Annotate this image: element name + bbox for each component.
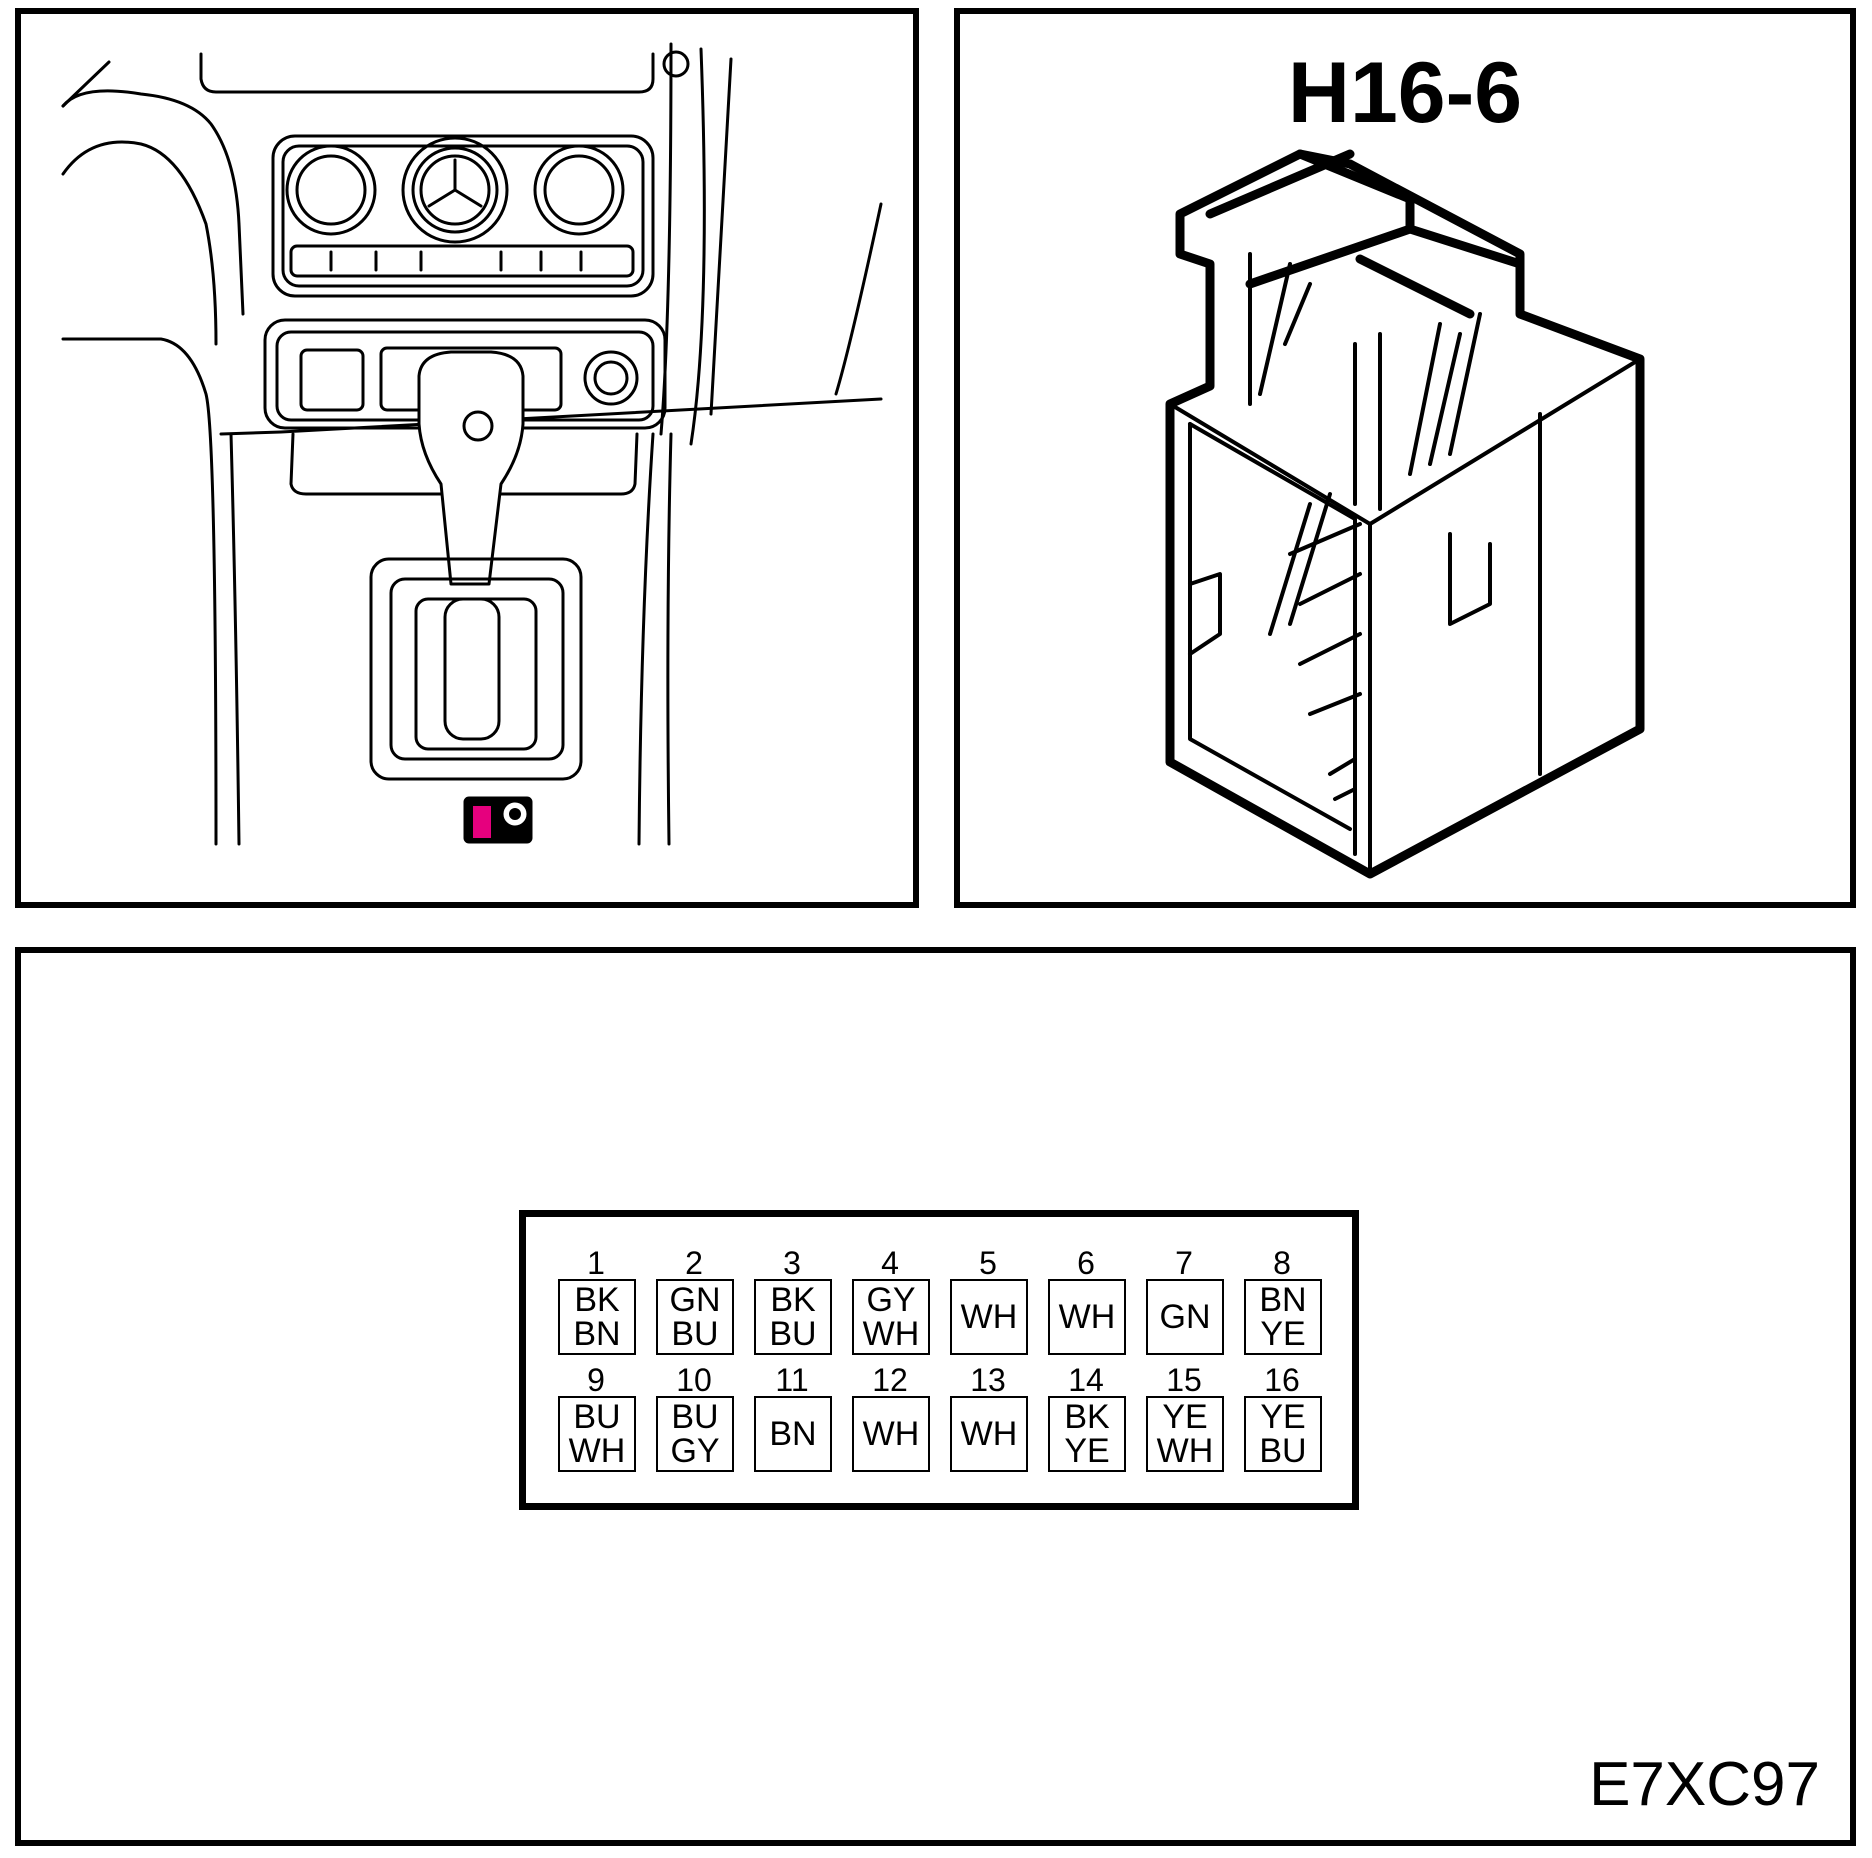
pin-cavity: WH bbox=[852, 1396, 930, 1472]
wire-color: GN bbox=[1159, 1298, 1211, 1336]
pin-number: 11 bbox=[775, 1362, 809, 1398]
pin-10: 10 BU GY bbox=[655, 1362, 734, 1472]
pin-6: 6 WH bbox=[1047, 1245, 1126, 1355]
pin-number: 6 bbox=[1077, 1245, 1095, 1281]
wire-color: YE bbox=[1064, 1432, 1110, 1470]
pin-number: 7 bbox=[1175, 1245, 1193, 1281]
wire-color: WH bbox=[862, 1415, 920, 1453]
pin-number: 13 bbox=[970, 1362, 1006, 1398]
pin-3: 3 BK BU bbox=[753, 1245, 832, 1355]
wire-color: BK bbox=[1064, 1398, 1110, 1436]
wire-color: BN bbox=[573, 1315, 621, 1353]
wire-color: GY bbox=[866, 1281, 916, 1319]
wire-color: YE bbox=[1162, 1398, 1208, 1436]
pin-12: 12 WH bbox=[851, 1362, 930, 1472]
pin-11: 11 BN bbox=[753, 1362, 832, 1472]
pin-2: 2 GN BU bbox=[655, 1245, 734, 1355]
pin-number: 2 bbox=[685, 1245, 703, 1281]
pin-cavity: GN BU bbox=[656, 1279, 734, 1355]
wire-color: YE bbox=[1260, 1315, 1306, 1353]
pin-9: 9 BU WH bbox=[557, 1362, 636, 1472]
pin-cavity: BK BU bbox=[754, 1279, 832, 1355]
pin-cavity: WH bbox=[950, 1279, 1028, 1355]
pin-4: 4 GY WH bbox=[851, 1245, 930, 1355]
wire-color: GY bbox=[670, 1432, 720, 1470]
pin-5: 5 WH bbox=[949, 1245, 1028, 1355]
pin-number: 4 bbox=[881, 1245, 899, 1281]
pin-number: 8 bbox=[1273, 1245, 1291, 1281]
pin-cavity: GY WH bbox=[852, 1279, 930, 1355]
pin-1: 1 BK BN bbox=[557, 1245, 636, 1355]
pin-cavity: GN bbox=[1146, 1279, 1224, 1355]
pin-number: 9 bbox=[587, 1362, 605, 1398]
wire-color: WH bbox=[1156, 1432, 1214, 1470]
pin-cavity: BK BN bbox=[558, 1279, 636, 1355]
pin-number: 3 bbox=[783, 1245, 801, 1281]
connector-panel: H16-6 bbox=[954, 8, 1856, 908]
pin-cavity: YE BU bbox=[1244, 1396, 1322, 1472]
wire-color: BK bbox=[770, 1281, 816, 1319]
center-console-illustration bbox=[61, 42, 883, 846]
figure-id: E7XC97 bbox=[1589, 1750, 1820, 1819]
wire-color: BN bbox=[1259, 1281, 1307, 1319]
wire-color: BU bbox=[769, 1315, 817, 1353]
pin-number: 14 bbox=[1068, 1362, 1104, 1398]
connector-face: 1 BK BN 2 GN BU 3 BK BU 4 GY WH bbox=[519, 1210, 1359, 1510]
pinout-panel: 1 BK BN 2 GN BU 3 BK BU 4 GY WH bbox=[15, 947, 1856, 1846]
wire-color: WH bbox=[960, 1415, 1018, 1453]
pin-number: 5 bbox=[979, 1245, 997, 1281]
wire-color: WH bbox=[1058, 1298, 1116, 1336]
pin-cavity: BN YE bbox=[1244, 1279, 1322, 1355]
wire-color: WH bbox=[862, 1315, 920, 1353]
location-marker bbox=[473, 806, 491, 838]
wire-color: BU bbox=[1259, 1432, 1307, 1470]
wire-color: WH bbox=[568, 1432, 626, 1470]
location-panel bbox=[15, 8, 919, 908]
wire-color: BU bbox=[671, 1315, 719, 1353]
pin-number: 10 bbox=[676, 1362, 712, 1398]
wire-color: BN bbox=[769, 1415, 817, 1453]
pin-cavity: BU WH bbox=[558, 1396, 636, 1472]
wire-color: WH bbox=[960, 1298, 1018, 1336]
pin-number: 12 bbox=[872, 1362, 908, 1398]
pin-8: 8 BN YE bbox=[1243, 1245, 1322, 1355]
pin-cavity: BU GY bbox=[656, 1396, 734, 1472]
wire-color: BK bbox=[574, 1281, 620, 1319]
wire-color: BU bbox=[671, 1398, 719, 1436]
pin-cavity: BK YE bbox=[1048, 1396, 1126, 1472]
pin-number: 15 bbox=[1166, 1362, 1202, 1398]
pin-13: 13 WH bbox=[949, 1362, 1028, 1472]
pin-cavity: WH bbox=[950, 1396, 1028, 1472]
pin-number: 1 bbox=[587, 1245, 605, 1281]
connector-title: H16-6 bbox=[1287, 45, 1523, 141]
pin-cavity: BN bbox=[754, 1396, 832, 1472]
pin-14: 14 BK YE bbox=[1047, 1362, 1126, 1472]
pin-7: 7 GN bbox=[1145, 1245, 1224, 1355]
wire-color: BU bbox=[573, 1398, 621, 1436]
pin-number: 16 bbox=[1264, 1362, 1300, 1398]
connector-illustration bbox=[1165, 149, 1645, 879]
pin-15: 15 YE WH bbox=[1145, 1362, 1224, 1472]
pin-cavity: YE WH bbox=[1146, 1396, 1224, 1472]
wire-color: YE bbox=[1260, 1398, 1306, 1436]
pin-cavity: WH bbox=[1048, 1279, 1126, 1355]
pin-16: 16 YE BU bbox=[1243, 1362, 1322, 1472]
wire-color: GN bbox=[669, 1281, 721, 1319]
